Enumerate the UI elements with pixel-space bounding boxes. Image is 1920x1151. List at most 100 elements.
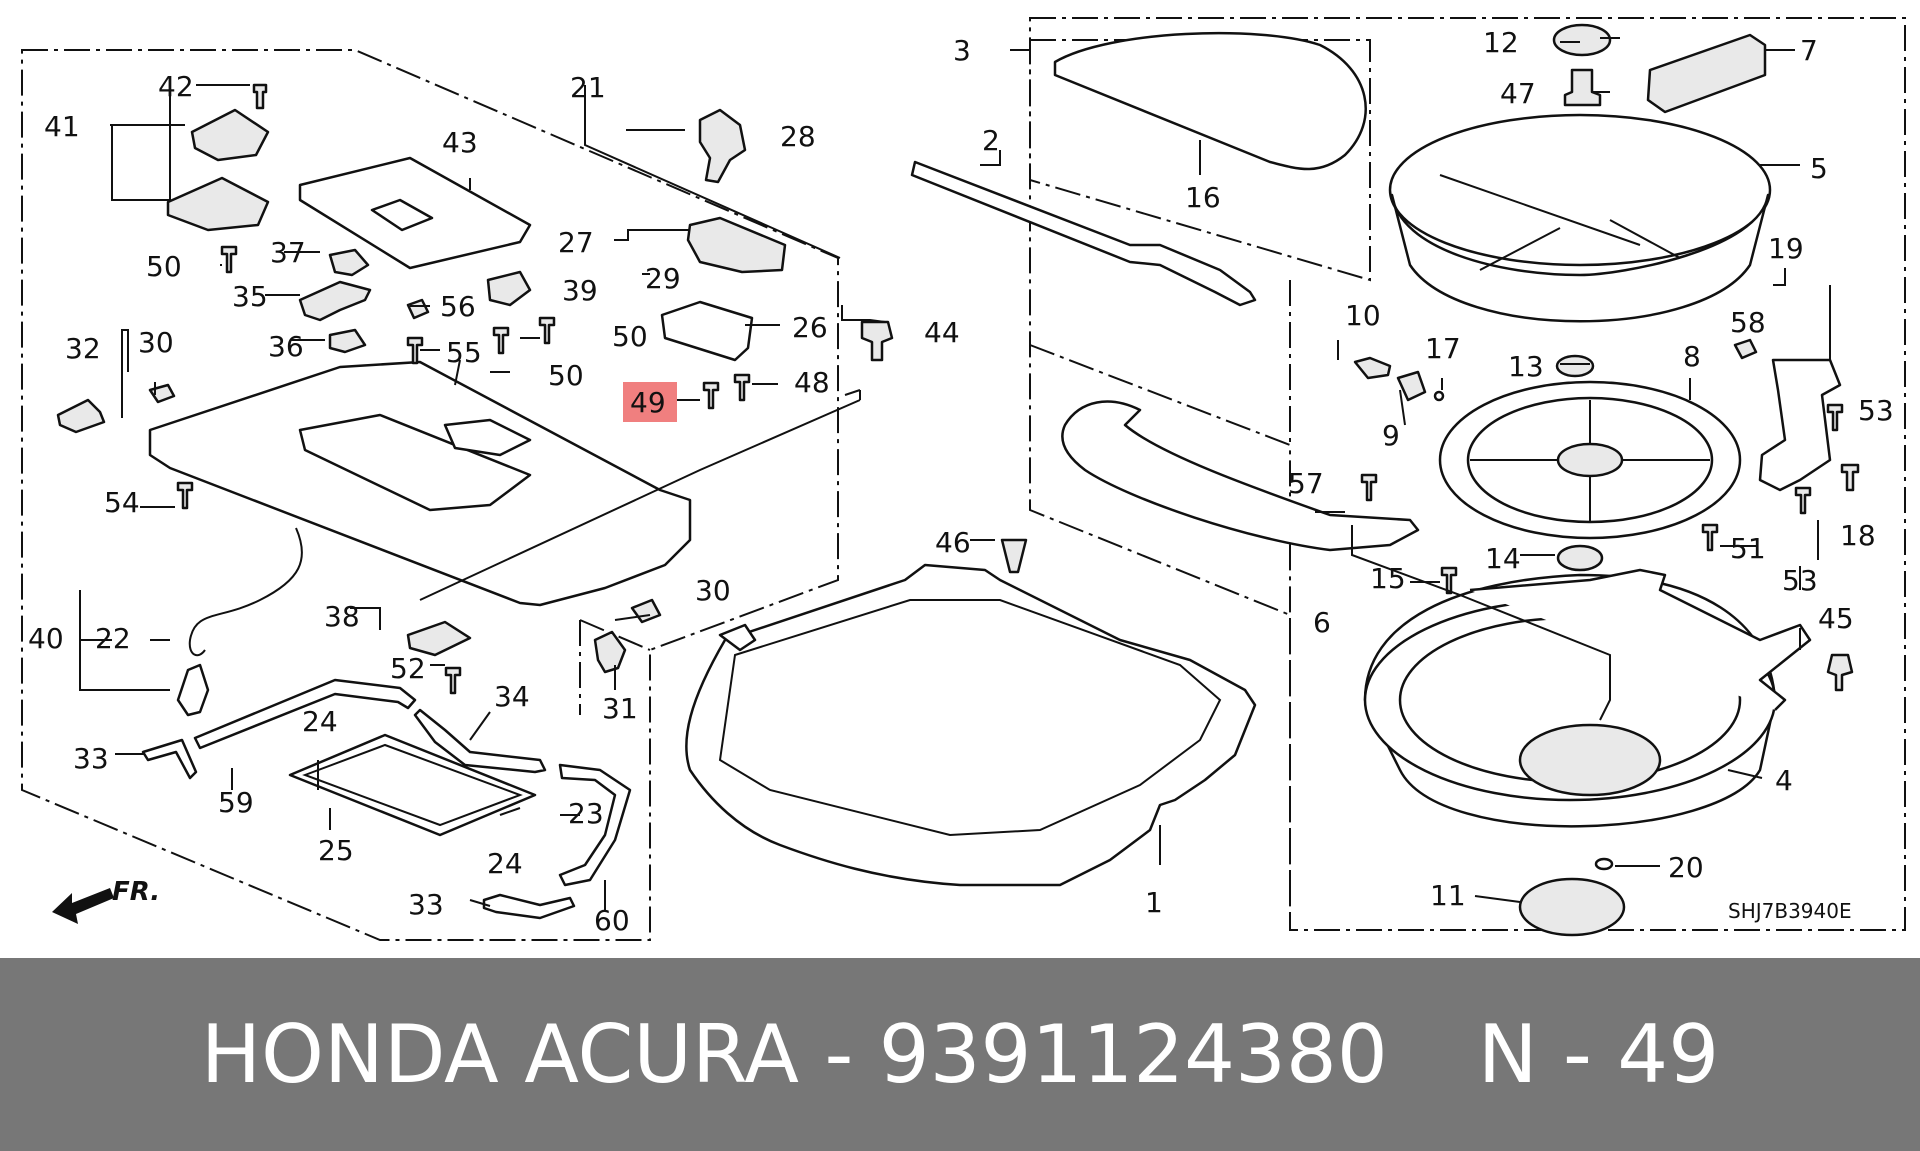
callout-33a: 33 (73, 742, 109, 775)
callout-7: 7 (1800, 34, 1818, 67)
callout-15: 15 (1370, 562, 1406, 595)
tire-well-center (1518, 723, 1662, 797)
mat-25-part (288, 733, 537, 837)
clip-58-part (1733, 338, 1758, 360)
divider-board-part (1061, 400, 1420, 552)
callout-40: 40 (28, 622, 64, 655)
callout-59: 59 (218, 786, 254, 819)
callout-37: 37 (270, 236, 306, 269)
bolt-45-part (1826, 653, 1854, 692)
lid-43-handle (370, 198, 434, 232)
cover-11-part (1518, 877, 1626, 937)
callout-41: 41 (44, 110, 80, 143)
handle-part (1646, 33, 1767, 114)
callout-10: 10 (1345, 299, 1381, 332)
callout-14: 14 (1485, 542, 1521, 575)
hook-41-lower-part (166, 176, 270, 232)
callout-30a: 30 (138, 326, 174, 359)
callout-18: 18 (1840, 519, 1876, 552)
callout-29: 29 (645, 262, 681, 295)
callout-5: 5 (1810, 152, 1828, 185)
screw-52-part (444, 666, 462, 695)
clip-17-part (1433, 390, 1445, 402)
callout-47: 47 (1500, 77, 1536, 110)
clip-30-lower-part (630, 598, 662, 624)
seal-59-part (193, 678, 417, 750)
bracket-38-part (406, 620, 472, 657)
bracket-31-part (593, 630, 627, 674)
bracket-35-part (298, 280, 372, 322)
floor-box-inner (718, 599, 1222, 837)
screw-50a-part (220, 245, 238, 274)
callout-21: 21 (570, 71, 606, 104)
cap-part (1552, 23, 1612, 57)
front-direction-label: FR. (112, 877, 160, 907)
lock-27-part (686, 216, 787, 274)
tray-divider (1439, 174, 1681, 271)
callout-22: 22 (95, 622, 131, 655)
callout-55: 55 (446, 336, 482, 369)
callout-33b: 33 (408, 888, 444, 921)
clip-32-part (56, 398, 106, 434)
callout-50c: 50 (548, 359, 584, 392)
callout-50a: 50 (146, 250, 182, 283)
callout-8: 8 (1683, 340, 1701, 373)
group-frame-left (21, 49, 839, 941)
callout-19: 19 (1768, 232, 1804, 265)
callout-2: 2 (982, 124, 1000, 157)
callout-39: 39 (562, 274, 598, 307)
callout-11: 11 (1430, 879, 1466, 912)
callout-20: 20 (1668, 851, 1704, 884)
callout-9: 9 (1382, 419, 1400, 452)
callout-36: 36 (268, 330, 304, 363)
screw-15-part (1440, 566, 1458, 595)
clip-37-part (328, 248, 370, 277)
callout-16: 16 (1185, 181, 1221, 214)
screw-48-part (733, 373, 751, 402)
seal-33-upper-part (141, 738, 198, 780)
group-frame-clip (579, 619, 651, 715)
group-frame-center (1029, 344, 1291, 930)
clip-30-upper-part (148, 383, 176, 404)
callout-26: 26 (792, 311, 828, 344)
tire-well-flange (1469, 568, 1812, 711)
parts-diagram: 1 2 3 4 5 6 7 8 9 10 11 12 13 14 15 16 1… (21, 17, 1906, 941)
hook-22-part (176, 663, 210, 717)
screw-50b-part (538, 316, 556, 345)
callout-56: 56 (440, 290, 476, 323)
floor-board-opening (298, 413, 532, 512)
weatherstrip-part (910, 160, 1257, 307)
washer-20-part (1594, 857, 1614, 871)
callout-17: 17 (1425, 332, 1461, 365)
cable-40-part (188, 527, 303, 657)
screw-group (176, 245, 1860, 695)
callout-34: 34 (494, 680, 530, 713)
clip-46-part (1000, 538, 1028, 574)
screw-53b-part (1794, 486, 1812, 515)
wheel-plate-spokes (1470, 400, 1710, 522)
seal-34-part (413, 708, 547, 774)
floor-board-opening-small (443, 418, 532, 457)
callout-44: 44 (924, 316, 960, 349)
part-title: HONDA ACURA - 9391124380 (200, 1008, 1388, 1101)
callout-27: 27 (558, 226, 594, 259)
bolt-18-part (1840, 463, 1860, 492)
callout-42: 42 (158, 70, 194, 103)
seal-33-lower-part (482, 893, 576, 920)
tray-part-top (1388, 113, 1772, 267)
callout-38: 38 (324, 600, 360, 633)
callout-12: 12 (1483, 26, 1519, 59)
callout-1: 1 (1145, 886, 1163, 919)
callout-57: 57 (1288, 467, 1324, 500)
callout-4: 4 (1775, 764, 1793, 797)
tray-part-body (1390, 193, 1770, 323)
callout-3: 3 (953, 34, 971, 67)
callout-58: 58 (1730, 306, 1766, 339)
bolt-47-part (1563, 68, 1602, 107)
bolt-44-part (860, 320, 894, 362)
hook-41-upper-part (190, 108, 270, 162)
key-cylinder-28-part (698, 108, 747, 184)
callout-46: 46 (935, 526, 971, 559)
callout-6: 6 (1313, 606, 1331, 639)
bolt-10-part (1353, 356, 1392, 380)
